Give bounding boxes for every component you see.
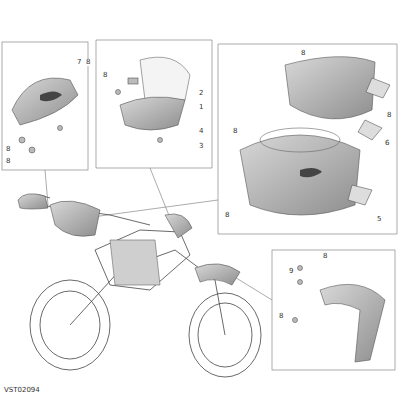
callout-number: 8 <box>386 112 392 119</box>
callout-number: 1 <box>198 104 204 111</box>
callout-number: 9 <box>288 268 294 275</box>
callout-number: 3 <box>198 143 204 150</box>
callout-number: 2 <box>198 90 204 97</box>
callout-number: 8 <box>5 158 11 165</box>
callout-number: 7 <box>76 59 82 66</box>
figure-code: VST02094 <box>3 387 41 394</box>
callout-number: 4 <box>198 128 204 135</box>
callout-number: 8 <box>102 72 108 79</box>
callout-number: 8 <box>5 146 11 153</box>
callout-number: 8 <box>232 128 238 135</box>
callout-number: 8 <box>300 50 306 57</box>
callout-number: 8 <box>224 212 230 219</box>
callout-number: 6 <box>384 140 390 147</box>
callout-number: 8 <box>85 59 91 66</box>
callout-number: 8 <box>322 253 328 260</box>
callout-number: 5 <box>376 216 382 223</box>
callout-number: 8 <box>278 313 284 320</box>
